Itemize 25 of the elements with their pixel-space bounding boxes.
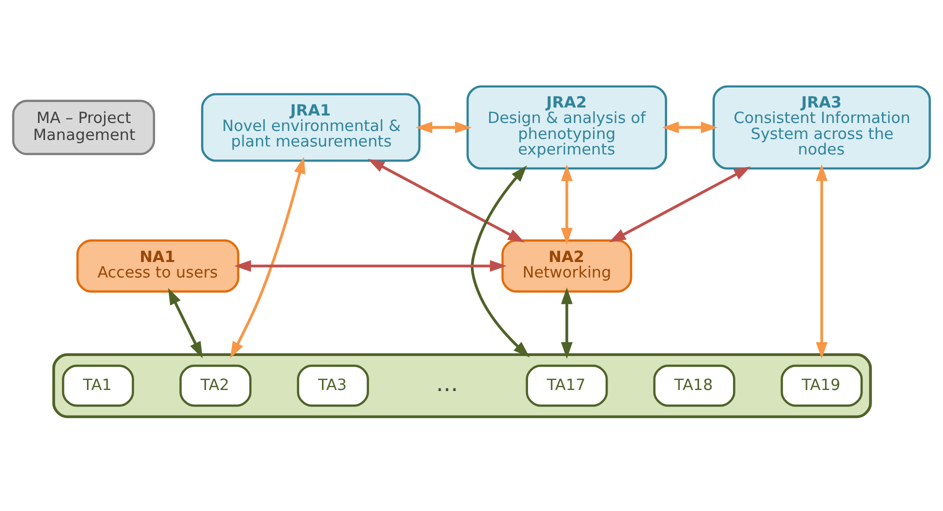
node-box: NA1 Access to users	[76, 238, 240, 292]
node-box: TA1	[62, 364, 134, 406]
node-box: NA2 Networking	[501, 238, 632, 292]
arrow	[470, 164, 530, 357]
node-box: MA – Project Management	[12, 99, 156, 155]
arrow	[609, 166, 751, 242]
node-box: JRA3 Consistent Information System across the nodes	[712, 84, 931, 170]
arrow	[234, 260, 507, 272]
arrow	[416, 121, 472, 133]
node-box: TA3	[296, 364, 369, 406]
arrow	[168, 287, 203, 358]
cluster	[52, 352, 872, 418]
node-box: JRA2 Design & analysis of phenotyping experiments	[466, 84, 668, 170]
arrow	[816, 164, 828, 358]
node-box: TA17	[526, 364, 608, 406]
arrow	[368, 158, 525, 242]
node-box: TA2	[179, 364, 252, 406]
node-box: TA19	[780, 364, 863, 406]
node-box: JRA1 Novel environmental & plant measurements	[201, 92, 421, 162]
label: …	[436, 370, 458, 397]
arrow	[230, 156, 306, 358]
arrow	[662, 121, 718, 133]
arrow	[560, 164, 573, 244]
arrow	[560, 287, 573, 358]
node-box: TA18	[653, 364, 736, 406]
